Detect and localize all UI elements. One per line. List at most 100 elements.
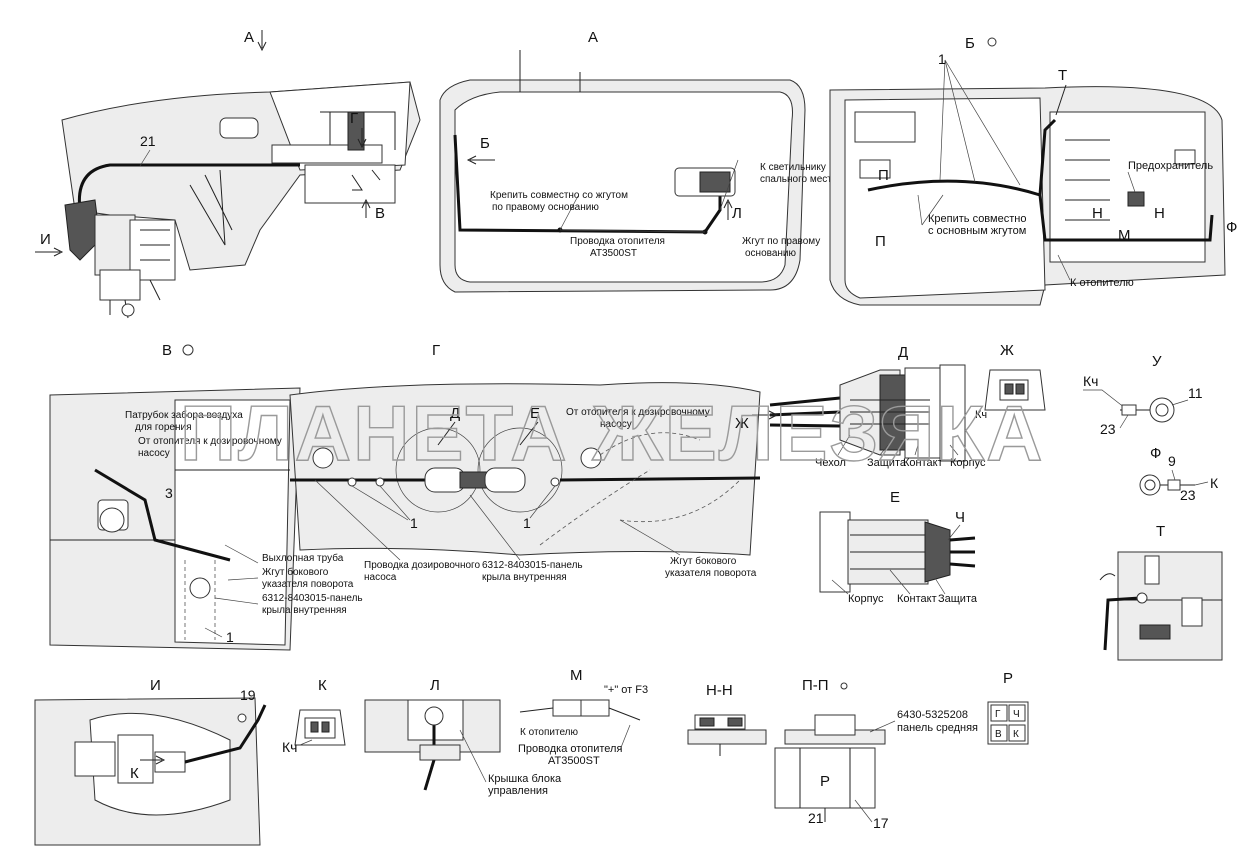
arrow-p2-label: П — [875, 233, 886, 250]
view-a-arrow: А 21 И В Г — [35, 29, 421, 319]
e-body-label: Корпус — [848, 593, 884, 605]
a-wiring-line1: Проводка отопителя — [570, 236, 665, 247]
arrow-n1-label: Н — [1092, 205, 1103, 222]
callout-1-v: 1 — [226, 629, 234, 645]
view-r-title: Р — [1003, 670, 1013, 687]
arrow-t-label: Т — [1058, 67, 1067, 84]
g-harness-line2: указателя поворота — [665, 568, 757, 579]
arrow-r-label: Р — [820, 773, 830, 790]
callout-kch-k: Кч — [282, 739, 297, 755]
a-harness-line1: Жгут по правому — [742, 236, 820, 247]
m-wiring-line2: АТ3500ST — [548, 755, 600, 767]
b-fix-line1: Крепить совместно — [928, 213, 1026, 225]
callout-3: 3 — [165, 485, 173, 501]
view-a: А Крепить совместно со жгутом по правому… — [439, 29, 838, 293]
view-u: У Кч 11 23 — [1083, 353, 1203, 437]
a-wiring-line2: АТ3500ST — [590, 248, 637, 259]
view-a-arrow-title: А — [244, 29, 254, 46]
d-guard-label: Защита — [867, 457, 907, 469]
callout-1-b: 1 — [938, 51, 946, 67]
callout-1-g1: 1 — [410, 515, 418, 531]
callout-21-top: 21 — [140, 133, 156, 149]
view-g: Г 1 1 Д Е От отопителя к дозировочному н… — [289, 342, 761, 583]
g-panel-line2: крыла внутренняя — [482, 572, 567, 583]
callout-k-f: К — [1210, 475, 1219, 491]
v-pipe-line1: Патрубок забора воздуха — [125, 409, 243, 421]
view-zh: Ж Кч — [975, 342, 1046, 421]
view-pp: П-П Р 21 17 6430-5325208 панель средняя — [774, 677, 978, 831]
r-cell-v: В — [995, 729, 1002, 740]
callout-23-f: 23 — [1180, 487, 1196, 503]
v-panel-line2: крыла внутренняя — [262, 605, 347, 616]
callout-1-g2: 1 — [523, 515, 531, 531]
view-pp-title: П-П — [802, 677, 829, 694]
b-fix-line2: с основным жгутом — [928, 225, 1026, 237]
g-wiring-line2: насоса — [364, 572, 397, 583]
a-fix-line2: по правому основанию — [492, 202, 599, 213]
v-panel-line1: 6312-8403015-панель — [262, 593, 363, 604]
callout-kch-u: Кч — [1083, 373, 1098, 389]
v-harness-line2: указателя поворота — [262, 579, 354, 590]
v-pump-line1: От отопителя к дозировочному — [138, 436, 282, 447]
view-t-title: Т — [1156, 523, 1165, 540]
g-harness-line1: Жгут бокового — [670, 555, 737, 567]
view-b: Б 1 Крепить совместно с основным жгутом … — [829, 35, 1237, 306]
a-lamp-line1: К светильнику — [760, 162, 826, 173]
m-wiring-line1: Проводка отопителя — [518, 743, 622, 755]
arrow-i-label: И — [40, 231, 51, 248]
callout-23-u: 23 — [1100, 421, 1116, 437]
arrow-d-label: Д — [450, 405, 460, 422]
d-body-label: Корпус — [950, 457, 986, 469]
b-heater-label: К отопителю — [1070, 277, 1134, 289]
view-m-title: М — [570, 667, 583, 684]
view-nn: Н-Н — [687, 682, 767, 756]
arrow-m-label: М — [1118, 227, 1131, 244]
view-v: В 3 1 Патрубок забора воздуха для горени… — [49, 342, 363, 651]
view-e: Е Ч Корпус Контакт Защита — [819, 489, 978, 605]
arrow-e-label: Е — [530, 405, 540, 422]
view-d: Д Чехол Защита Контакт Корпус Ж — [735, 344, 986, 469]
l-cover-line1: Крышка блока — [488, 773, 562, 785]
callout-11: 11 — [1188, 385, 1203, 401]
arrow-zh-label: Ж — [735, 415, 749, 432]
view-b-title: Б — [965, 35, 975, 52]
view-k: К Кч — [282, 677, 346, 755]
g-panel-line1: 6312-8403015-панель — [482, 560, 583, 571]
view-a-title: А — [588, 29, 598, 46]
callout-19: 19 — [240, 687, 256, 703]
view-k-title: К — [318, 677, 327, 694]
arrow-v-label: В — [375, 205, 385, 222]
m-heater-label: К отопителю — [520, 727, 579, 738]
v-pipe-line2: для горения — [135, 422, 192, 433]
m-plus-label: "+" от F3 — [604, 684, 648, 696]
g-wiring-line1: Проводка дозировочного — [364, 560, 480, 571]
callout-kch-zh: Кч — [975, 409, 987, 421]
view-m: М "+" от F3 К отопителю Проводка отопите… — [518, 667, 648, 767]
arrow-k-label: К — [130, 765, 139, 782]
b-fuse-label: Предохранитель — [1128, 160, 1213, 172]
callout-21-bottom: 21 — [808, 810, 824, 826]
arrow-g-label: Г — [350, 110, 358, 127]
r-cell-ch: Ч — [1013, 709, 1020, 720]
arrow-n2-label: Н — [1154, 205, 1165, 222]
arrow-ch-label: Ч — [955, 509, 965, 526]
view-v-title: В — [162, 342, 172, 359]
view-e-title: Е — [890, 489, 900, 506]
e-guard-label: Защита — [938, 593, 978, 605]
d-cover-label: Чехол — [815, 457, 846, 469]
v-pump-line2: насосу — [138, 448, 170, 459]
view-l: Л Крышка блока управления — [364, 677, 562, 797]
watermark: ПЛАНЕТА ЖЕЛЕЗЯКА — [180, 389, 1044, 477]
arrow-l-label: Л — [732, 205, 742, 222]
a-lamp-line2: спального места — [760, 174, 838, 185]
view-u-title: У — [1152, 353, 1162, 370]
view-l-title: Л — [430, 677, 440, 694]
view-nn-title: Н-Н — [706, 682, 733, 699]
a-fix-line1: Крепить совместно со жгутом — [490, 190, 628, 201]
v-harness-line1: Жгут бокового — [262, 566, 329, 578]
view-f-title: Ф — [1150, 445, 1161, 462]
g-pump-line1: От отопителя к дозировочному — [566, 407, 710, 418]
view-g-title: Г — [432, 342, 440, 359]
view-zh-title: Ж — [1000, 342, 1014, 359]
